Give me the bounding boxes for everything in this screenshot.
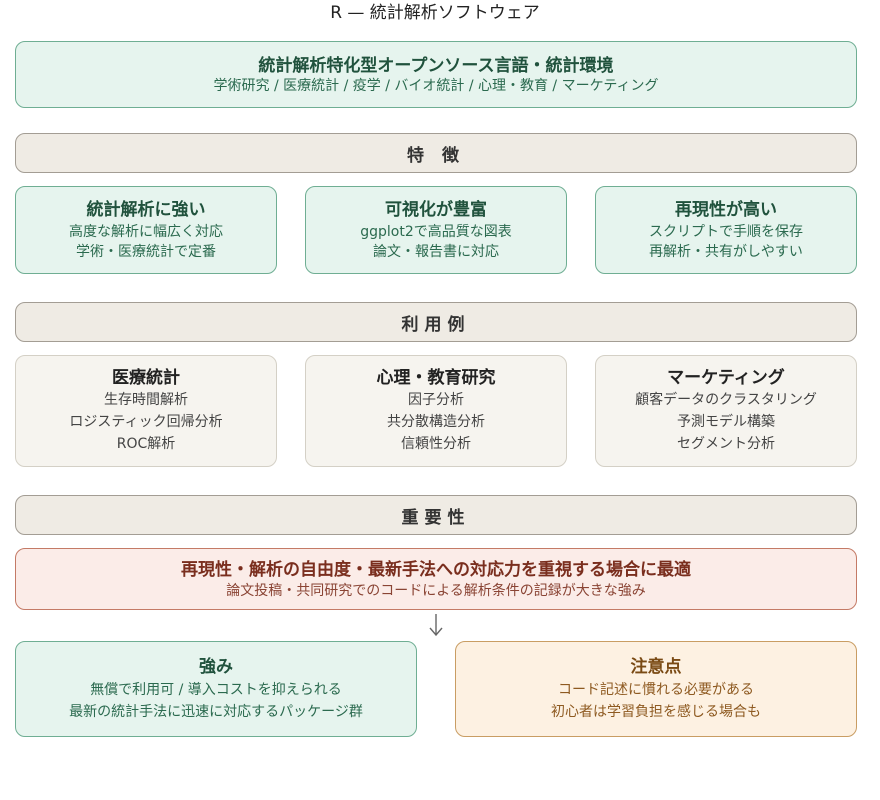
feature-card-line: スクリプトで手順を保存	[649, 224, 803, 240]
header-title: 統計解析特化型オープンソース言語・統計環境	[258, 55, 614, 76]
use-case-card-line: 予測モデル構築	[677, 414, 775, 430]
feature-card-title: 可視化が豊富	[385, 200, 487, 220]
use-case-card-line: 信頼性分析	[401, 436, 471, 452]
cautions-line: 初心者は学習負担を感じる場合も	[551, 704, 761, 720]
importance-box: 再現性・解析の自由度・最新手法への対応力を重視する場合に最適 論文投稿・共同研究…	[15, 548, 857, 610]
use-case-card-line: セグメント分析	[677, 436, 775, 452]
strengths-line: 無償で利用可 / 導入コストを抑えられる	[90, 682, 342, 698]
feature-card-title: 再現性が高い	[675, 200, 777, 220]
feature-card-analysis: 統計解析に強い 高度な解析に幅広く対応 学術・医療統計で定番	[15, 186, 277, 274]
arrow-down-icon	[429, 614, 443, 637]
strengths-title: 強み	[199, 657, 233, 677]
strengths-line: 最新の統計手法に迅速に対応するパッケージ群	[69, 704, 363, 720]
header-subtitle: 学術研究 / 医療統計 / 疫学 / バイオ統計 / 心理・教育 / マーケティ…	[213, 77, 659, 94]
feature-card-line: ggplot2で高品質な図表	[360, 224, 512, 240]
use-case-card-line: 顧客データのクラスタリング	[635, 392, 817, 408]
use-case-card-line: ROC解析	[116, 436, 176, 452]
section-use-cases: 利用例	[15, 302, 857, 342]
cautions-title: 注意点	[630, 657, 682, 677]
feature-card-visualization: 可視化が豊富 ggplot2で高品質な図表 論文・報告書に対応	[305, 186, 567, 274]
section-importance: 重要性	[15, 495, 857, 535]
use-case-card-psychology: 心理・教育研究 因子分析 共分散構造分析 信頼性分析	[305, 355, 567, 467]
use-case-card-line: 共分散構造分析	[387, 414, 485, 430]
use-case-card-line: ロジスティック回帰分析	[69, 414, 223, 430]
section-features-label: 特 徴	[407, 145, 465, 166]
section-use-cases-label: 利用例	[401, 314, 471, 335]
strengths-box: 強み 無償で利用可 / 導入コストを抑えられる 最新の統計手法に迅速に対応するパ…	[15, 641, 417, 737]
feature-card-line: 高度な解析に幅広く対応	[69, 224, 223, 240]
cautions-line: コード記述に慣れる必要がある	[558, 682, 754, 698]
header-box: 統計解析特化型オープンソース言語・統計環境 学術研究 / 医療統計 / 疫学 /…	[15, 41, 857, 108]
use-case-card-line: 因子分析	[408, 392, 464, 408]
section-importance-label: 重要性	[401, 507, 471, 528]
use-case-card-title: マーケティング	[667, 368, 785, 388]
diagram-title: R — 統計解析ソフトウェア	[330, 3, 540, 23]
feature-card-reproducibility: 再現性が高い スクリプトで手順を保存 再解析・共有がしやすい	[595, 186, 857, 274]
use-case-card-marketing: マーケティング 顧客データのクラスタリング 予測モデル構築 セグメント分析	[595, 355, 857, 467]
use-case-card-medical: 医療統計 生存時間解析 ロジスティック回帰分析 ROC解析	[15, 355, 277, 467]
section-features: 特 徴	[15, 133, 857, 173]
importance-subtitle: 論文投稿・共同研究でのコードによる解析条件の記録が大きな強み	[226, 583, 646, 599]
feature-card-line: 論文・報告書に対応	[373, 244, 499, 260]
feature-card-line: 学術・医療統計で定番	[76, 244, 216, 260]
feature-card-title: 統計解析に強い	[86, 200, 206, 220]
use-case-card-line: 生存時間解析	[104, 392, 188, 408]
use-case-card-title: 医療統計	[112, 368, 180, 388]
importance-title: 再現性・解析の自由度・最新手法への対応力を重視する場合に最適	[181, 560, 691, 580]
cautions-box: 注意点 コード記述に慣れる必要がある 初心者は学習負担を感じる場合も	[455, 641, 857, 737]
use-case-card-title: 心理・教育研究	[376, 368, 496, 388]
feature-card-line: 再解析・共有がしやすい	[649, 244, 803, 260]
